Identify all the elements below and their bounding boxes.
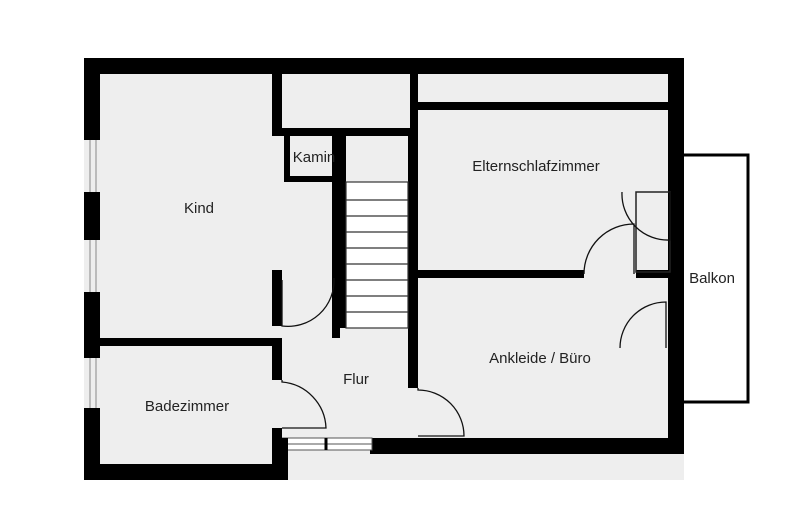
wall-top — [84, 58, 684, 74]
label-kamin: Kamin — [293, 149, 336, 166]
door-bad — [281, 380, 327, 429]
label-flur: Flur — [343, 371, 369, 388]
wall-left-2 — [84, 192, 100, 240]
label-badezimmer: Badezimmer — [145, 398, 229, 415]
inner-walls — [100, 72, 670, 480]
wall-left-4 — [84, 408, 100, 480]
staircase — [345, 181, 409, 329]
door-ankleide — [417, 388, 465, 437]
label-ankleide: Ankleide / Büro — [489, 350, 591, 367]
wall-bottom-left — [84, 464, 288, 480]
doors — [281, 191, 671, 437]
outer-walls — [84, 58, 684, 480]
room-labels: Kind Kamin Elternschlafzimmer Balkon Flu… — [145, 149, 735, 415]
label-balkon: Balkon — [689, 270, 735, 287]
wall-bottom-right — [370, 438, 684, 454]
label-elternschlafzimmer: Elternschlafzimmer — [472, 158, 600, 175]
wall-left-1 — [84, 58, 100, 140]
door-eltern — [583, 223, 635, 275]
balcony-outline — [674, 153, 750, 404]
label-kind: Kind — [184, 200, 214, 217]
door-kind — [281, 277, 335, 328]
door-closet — [621, 191, 671, 241]
door-balkon — [619, 301, 667, 349]
wall-right — [668, 58, 684, 454]
wall-left-3 — [84, 292, 100, 358]
windows-left — [89, 140, 97, 408]
